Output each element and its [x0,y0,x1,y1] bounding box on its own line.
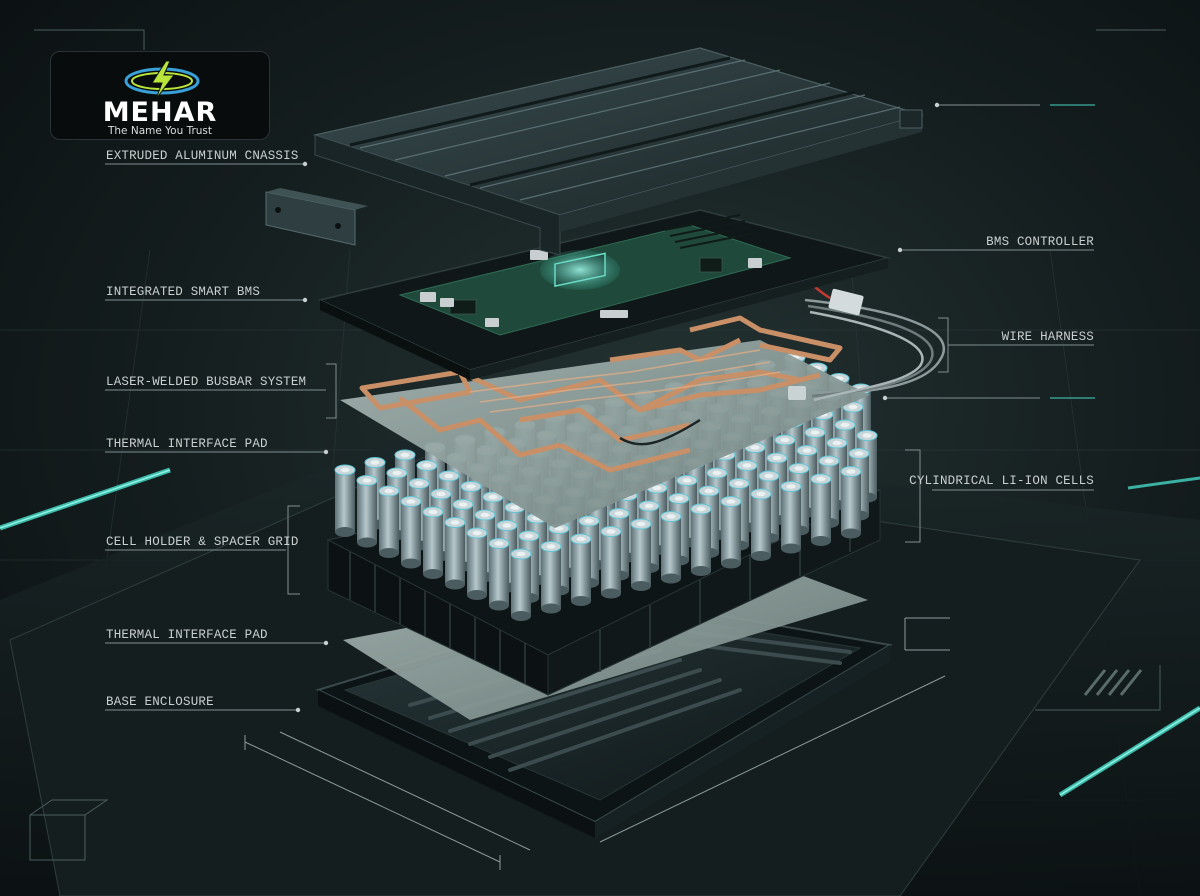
chassis-end-cap [265,188,368,246]
label-bms-controller: BMS CONTROLLER [986,235,1094,249]
thermal-pad-upper [340,340,870,528]
li-ion-cell [379,491,399,553]
label-cell-holder-spacer-grid: CELL HOLDER & SPACER GRID [106,535,299,549]
label-laser-welded-busbar: LASER-WELDED BUSBAR SYSTEM [106,375,307,389]
li-ion-cell [601,531,621,594]
leader-dots-right [882,102,940,401]
li-ion-cell [721,501,741,564]
label-thermal-interface-pad-lower: THERMAL INTERFACE PAD [106,628,268,642]
li-ion-cell [357,480,377,543]
hatch-mark [1083,669,1143,696]
hud-marks [29,29,1166,861]
li-ion-cell [541,546,561,609]
busbar-traces [469,349,781,413]
li-ion-cell [691,509,711,571]
li-ion-cell [631,524,651,586]
li-ion-cell [489,543,509,606]
wire-harness [619,258,946,446]
li-ion-cell [467,533,487,595]
brand-tagline: The Name You Trust [107,125,213,137]
li-ion-cell [511,554,531,616]
li-ion-cell [661,516,681,579]
label-wire-harness: WIRE HARNESS [1001,330,1094,344]
li-ion-cell [781,486,801,549]
brand-name: MEHAR [102,97,218,128]
label-cylindrical-li-ion-cells: CYLINDRICAL LI-ION CELLS [909,474,1094,488]
label-base-enclosure: BASE ENCLOSURE [106,695,214,709]
harness-connector [828,288,864,316]
label-thermal-interface-pad-upper: THERMAL INTERFACE PAD [106,437,268,451]
li-ion-cell [335,470,355,532]
label-extruded-aluminum-chassis: EXTRUDED ALUMINUM CNASSIS [106,149,299,163]
li-ion-cell [841,471,861,534]
li-ion-cell [811,479,831,541]
li-ion-cell [445,522,465,585]
dimension-lines [244,617,950,870]
li-ion-cell [571,539,591,601]
li-ion-cell [401,501,421,564]
leader-lines-left [105,163,337,711]
laser-welded-busbar [359,315,843,473]
li-ion-cell [423,512,443,574]
brand-logo-card: MEHAR The Name You Trust [50,51,270,140]
leader-lines-right [885,104,1094,543]
lightning-bolt-logo-icon [124,60,200,99]
extruded-aluminum-chassis [312,47,925,256]
label-integrated-smart-bms: INTEGRATED SMART BMS [106,285,261,299]
leader-dots-left [295,161,329,713]
li-ion-cell [751,494,771,556]
